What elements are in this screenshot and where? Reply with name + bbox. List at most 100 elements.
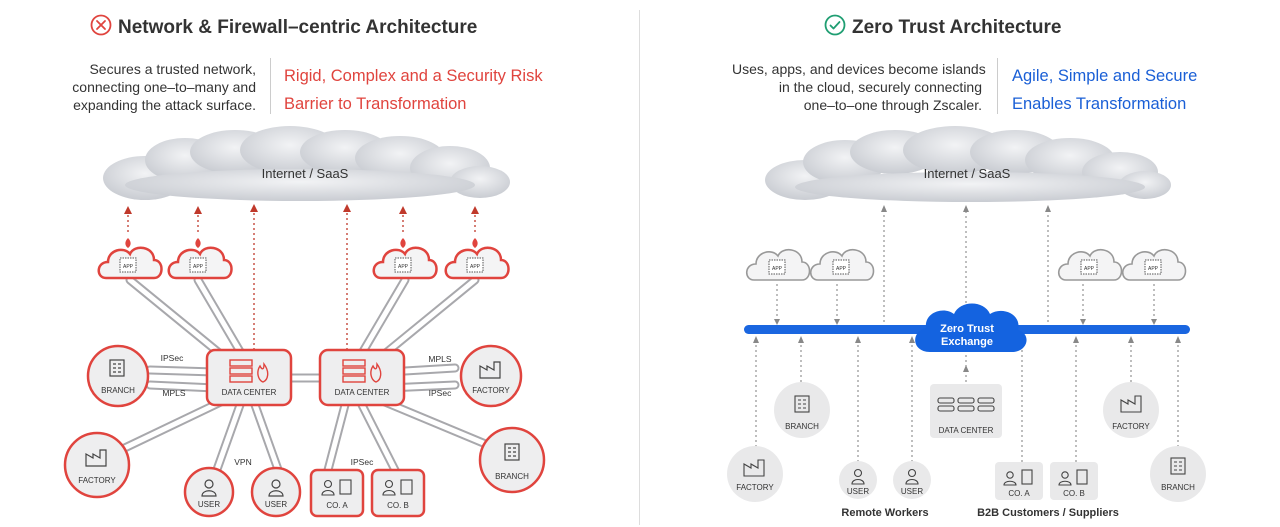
node-label: CO. A — [1008, 489, 1030, 498]
left-claim: Barrier to Transformation — [284, 95, 467, 113]
node-label: BRANCH — [495, 472, 529, 481]
app-label: APP — [470, 264, 481, 270]
left-separator — [270, 58, 271, 114]
data-center-node: DATA CENTER — [930, 384, 1002, 438]
data-center-left: DATA CENTER — [205, 348, 293, 407]
user-building-icon — [1003, 469, 1033, 486]
right-desc-line: one–to–one through Zscaler. — [803, 97, 982, 113]
link-label-vpn: VPN — [234, 457, 251, 467]
user-building-icon — [1058, 469, 1088, 486]
app-label: APP — [193, 264, 204, 270]
app-cloud: APP — [444, 238, 510, 280]
node-label: FACTORY — [1112, 422, 1150, 431]
node-label: BRANCH — [101, 386, 135, 395]
user-building-icon — [321, 479, 352, 496]
left-title-text: Network & Firewall–centric Architecture — [118, 17, 478, 38]
link-label-mpls: MPLS — [162, 388, 185, 398]
factory-node: FACTORY — [727, 446, 783, 502]
internet-cloud: Internet / SaaS — [103, 126, 510, 201]
node-label: USER — [198, 500, 220, 509]
factory-icon — [1120, 395, 1142, 413]
building-icon — [1170, 457, 1186, 475]
app-label: APP — [1084, 266, 1095, 272]
right-title-text: Zero Trust Architecture — [852, 17, 1062, 38]
panel-divider — [639, 10, 640, 525]
app-label: APP — [772, 266, 783, 272]
flame-icon — [195, 238, 201, 248]
user-node: USER — [250, 466, 302, 518]
node-label: USER — [901, 487, 923, 496]
x-circle-icon — [90, 14, 112, 42]
cloud-label: Internet / SaaS — [262, 166, 349, 181]
link-label-ipsec: IPSec — [429, 388, 452, 398]
factory-icon — [85, 449, 107, 467]
node-label: CO. A — [326, 501, 348, 510]
node-label: BRANCH — [1161, 483, 1195, 492]
left-title: Network & Firewall–centric Architecture — [90, 14, 477, 42]
factory-node: FACTORY — [63, 431, 131, 499]
app-cloud: APP — [372, 238, 438, 280]
company-a-node: CO. A — [309, 468, 365, 518]
right-description: Uses, apps, and devices become islands i… — [732, 60, 986, 114]
left-claims: Rigid, Complex and a Security Risk Barri… — [284, 62, 543, 118]
app-cloud: APP — [1121, 249, 1187, 281]
user-building-icon — [382, 479, 413, 496]
branch-node: BRANCH — [478, 426, 546, 494]
app-cloud: APP — [745, 249, 811, 281]
user-node: USER — [183, 466, 235, 518]
app-label: APP — [836, 266, 847, 272]
zte-label: Exchange — [941, 336, 993, 348]
branch-node: BRANCH — [774, 382, 830, 438]
group-label-b2b: B2B Customers / Suppliers — [977, 507, 1119, 519]
tunnels — [105, 275, 505, 480]
user-icon — [905, 468, 919, 485]
app-label: APP — [123, 264, 134, 270]
right-desc-line: in the cloud, securely connecting — [778, 79, 982, 95]
branch-node: BRANCH — [86, 344, 150, 408]
left-description: Secures a trusted network, connecting on… — [6, 60, 256, 114]
building-icon — [504, 443, 520, 461]
left-desc-line: Secures a trusted network, — [89, 61, 256, 77]
user-icon — [851, 468, 865, 485]
building-icon — [109, 359, 125, 377]
node-label: FACTORY — [78, 476, 116, 485]
user-icon — [201, 479, 217, 497]
app-cloud: APP — [809, 249, 875, 281]
company-b-node: CO. B — [370, 468, 426, 518]
user-node: USER — [893, 461, 931, 499]
node-label: USER — [847, 487, 869, 496]
zte-label: Zero Trust — [940, 323, 994, 335]
data-center-right: DATA CENTER — [318, 348, 406, 407]
cloud-label: Internet / SaaS — [924, 166, 1011, 181]
app-cloud: APP — [97, 238, 163, 280]
factory-node: FACTORY — [459, 344, 523, 408]
link-label-ipsec: IPSec — [351, 457, 374, 467]
node-label: CO. B — [387, 501, 409, 510]
firewall-icon — [342, 359, 382, 383]
branch-node: BRANCH — [1150, 446, 1206, 502]
user-icon — [268, 479, 284, 497]
right-title: Zero Trust Architecture — [824, 14, 1061, 42]
left-claim: Rigid, Complex and a Security Risk — [284, 67, 543, 85]
group-label-remote-workers: Remote Workers — [841, 507, 928, 519]
app-label: APP — [398, 264, 409, 270]
company-b-node: CO. B — [1050, 462, 1098, 500]
right-desc-line: Uses, apps, and devices become islands — [732, 61, 986, 77]
zero-trust-exchange: Zero Trust Exchange — [915, 303, 1027, 352]
dc-label: DATA CENTER — [222, 388, 277, 397]
app-cloud: APP — [167, 238, 233, 280]
node-label: DATA CENTER — [939, 426, 994, 435]
flame-icon — [472, 238, 478, 248]
right-claim: Enables Transformation — [1012, 95, 1187, 113]
node-label: BRANCH — [785, 422, 819, 431]
left-desc-line: expanding the attack surface. — [73, 97, 256, 113]
left-desc-line: connecting one–to–many and — [72, 79, 256, 95]
link-label-ipsec: IPSec — [161, 353, 184, 363]
arrowheads — [124, 204, 479, 214]
flame-icon — [125, 238, 131, 248]
factory-node: FACTORY — [1103, 382, 1159, 438]
zero-trust-diagram: Internet / SaaS — [727, 126, 1206, 519]
internet-links — [127, 210, 476, 355]
flame-icon — [400, 238, 406, 248]
right-claims: Agile, Simple and Secure Enables Transfo… — [1012, 62, 1197, 118]
